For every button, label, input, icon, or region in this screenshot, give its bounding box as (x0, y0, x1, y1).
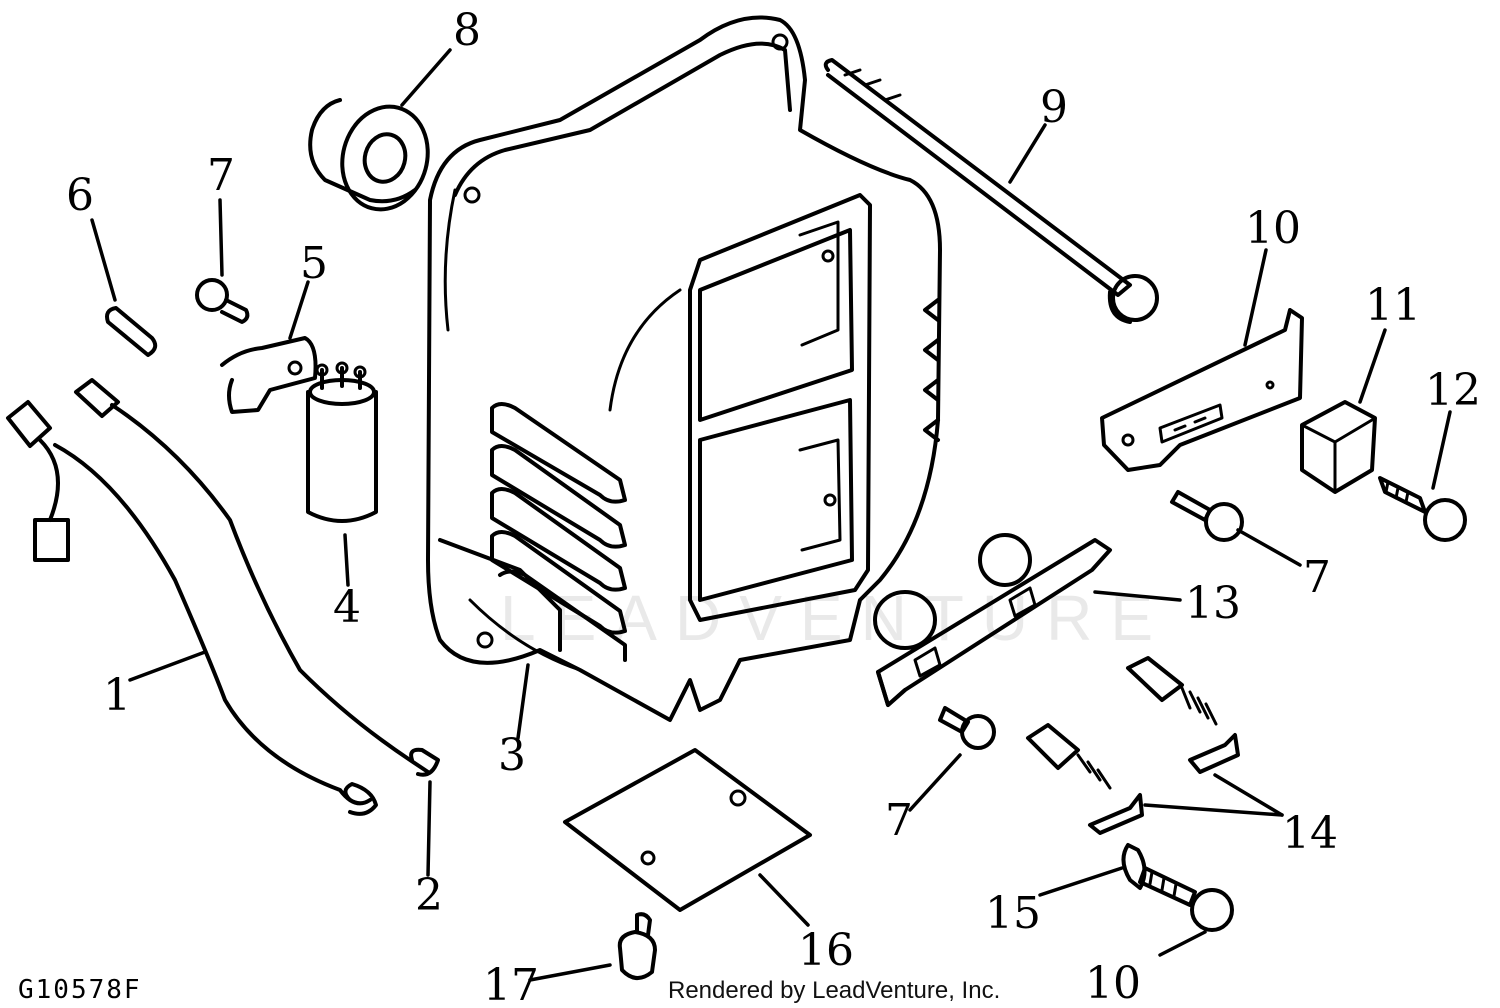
callout-15: 15 (985, 888, 1041, 939)
callout-12: 12 (1425, 365, 1481, 416)
cover-plate (563, 748, 812, 912)
clamp (220, 336, 318, 414)
callout-11: 11 (1365, 280, 1421, 331)
callout-4: 4 (333, 582, 361, 633)
callout-1: 1 (103, 670, 131, 721)
brush-upper (1126, 656, 1240, 774)
cube-block (1300, 400, 1377, 494)
wiring-harness (6, 378, 430, 816)
screw-left (195, 278, 250, 324)
screw-right (1170, 490, 1244, 542)
washer (1121, 843, 1147, 890)
capacitor (306, 361, 378, 523)
brush-lower (1026, 723, 1144, 835)
callout-5: 5 (300, 238, 328, 289)
callout-9: 9 (1040, 82, 1068, 133)
leader-lines (90, 48, 1452, 982)
callout-8: 8 (453, 5, 481, 56)
callout-13: 13 (1185, 578, 1241, 629)
nut-17 (617, 912, 657, 980)
footer-credit: Rendered by LeadVenture, Inc. (668, 977, 1000, 1004)
callouts: 1 2 3 4 5 6 7 7 7 8 9 10 10 11 12 13 14 … (66, 5, 1481, 1008)
rod (823, 58, 1159, 324)
callout-14: 14 (1282, 808, 1338, 859)
callout-16: 16 (798, 925, 854, 976)
housing (426, 15, 942, 722)
callout-10-lower: 10 (1085, 958, 1141, 1008)
callout-3: 3 (498, 730, 526, 781)
terminal (409, 747, 440, 777)
callout-6: 6 (66, 170, 94, 221)
callout-7-upper-left: 7 (207, 150, 235, 201)
screw-12 (1378, 476, 1467, 542)
switch-bracket (873, 533, 1112, 707)
screw-lower (938, 706, 996, 750)
callout-7-right: 7 (1303, 552, 1331, 603)
bracket (1100, 308, 1304, 472)
callout-17: 17 (483, 960, 539, 1008)
callout-2: 2 (415, 870, 443, 921)
callout-7-lower: 7 (885, 795, 913, 846)
figure-id: G10578F (18, 975, 142, 1005)
screw-lower-right (1138, 866, 1234, 932)
bushing (308, 98, 430, 212)
callout-10-upper: 10 (1245, 203, 1301, 254)
pin (105, 306, 158, 357)
